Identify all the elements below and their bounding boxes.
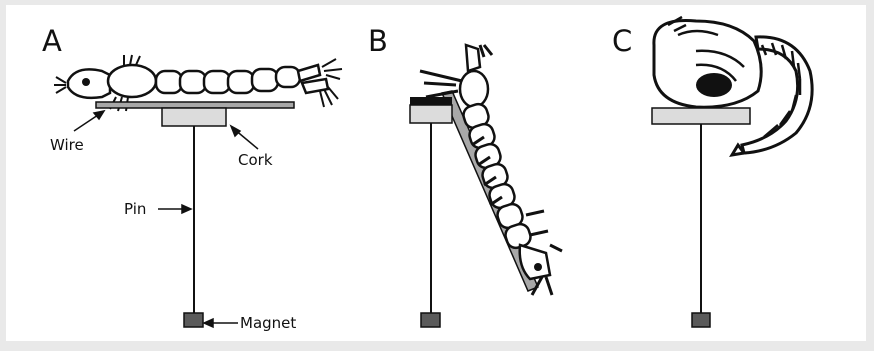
cork-label: Cork — [238, 151, 273, 169]
cork-shadow — [410, 97, 452, 105]
magnet — [421, 313, 440, 327]
magnet-label: Magnet — [240, 314, 296, 332]
pupa-eye — [696, 73, 732, 97]
larva-illustration — [68, 65, 328, 98]
panel-letter-c: C — [612, 24, 632, 58]
cork-block — [410, 105, 452, 123]
panel-letter-a: A — [42, 24, 62, 58]
cork-block — [162, 108, 226, 126]
panel-c: C — [612, 17, 812, 327]
magnet — [692, 313, 710, 327]
pin-label: Pin — [124, 200, 146, 218]
figure-panel: A — [6, 5, 866, 341]
magnet — [184, 313, 203, 327]
callout-arrows — [74, 111, 258, 327]
panel-b: B — [368, 24, 562, 327]
cork-block — [652, 108, 750, 124]
mounting-diagram: A — [6, 5, 874, 351]
panel-a: A — [42, 24, 342, 332]
panel-letter-b: B — [368, 24, 388, 58]
wire-label: Wire — [50, 136, 84, 154]
wire-strip — [96, 102, 294, 108]
pupa-illustration — [654, 21, 812, 156]
